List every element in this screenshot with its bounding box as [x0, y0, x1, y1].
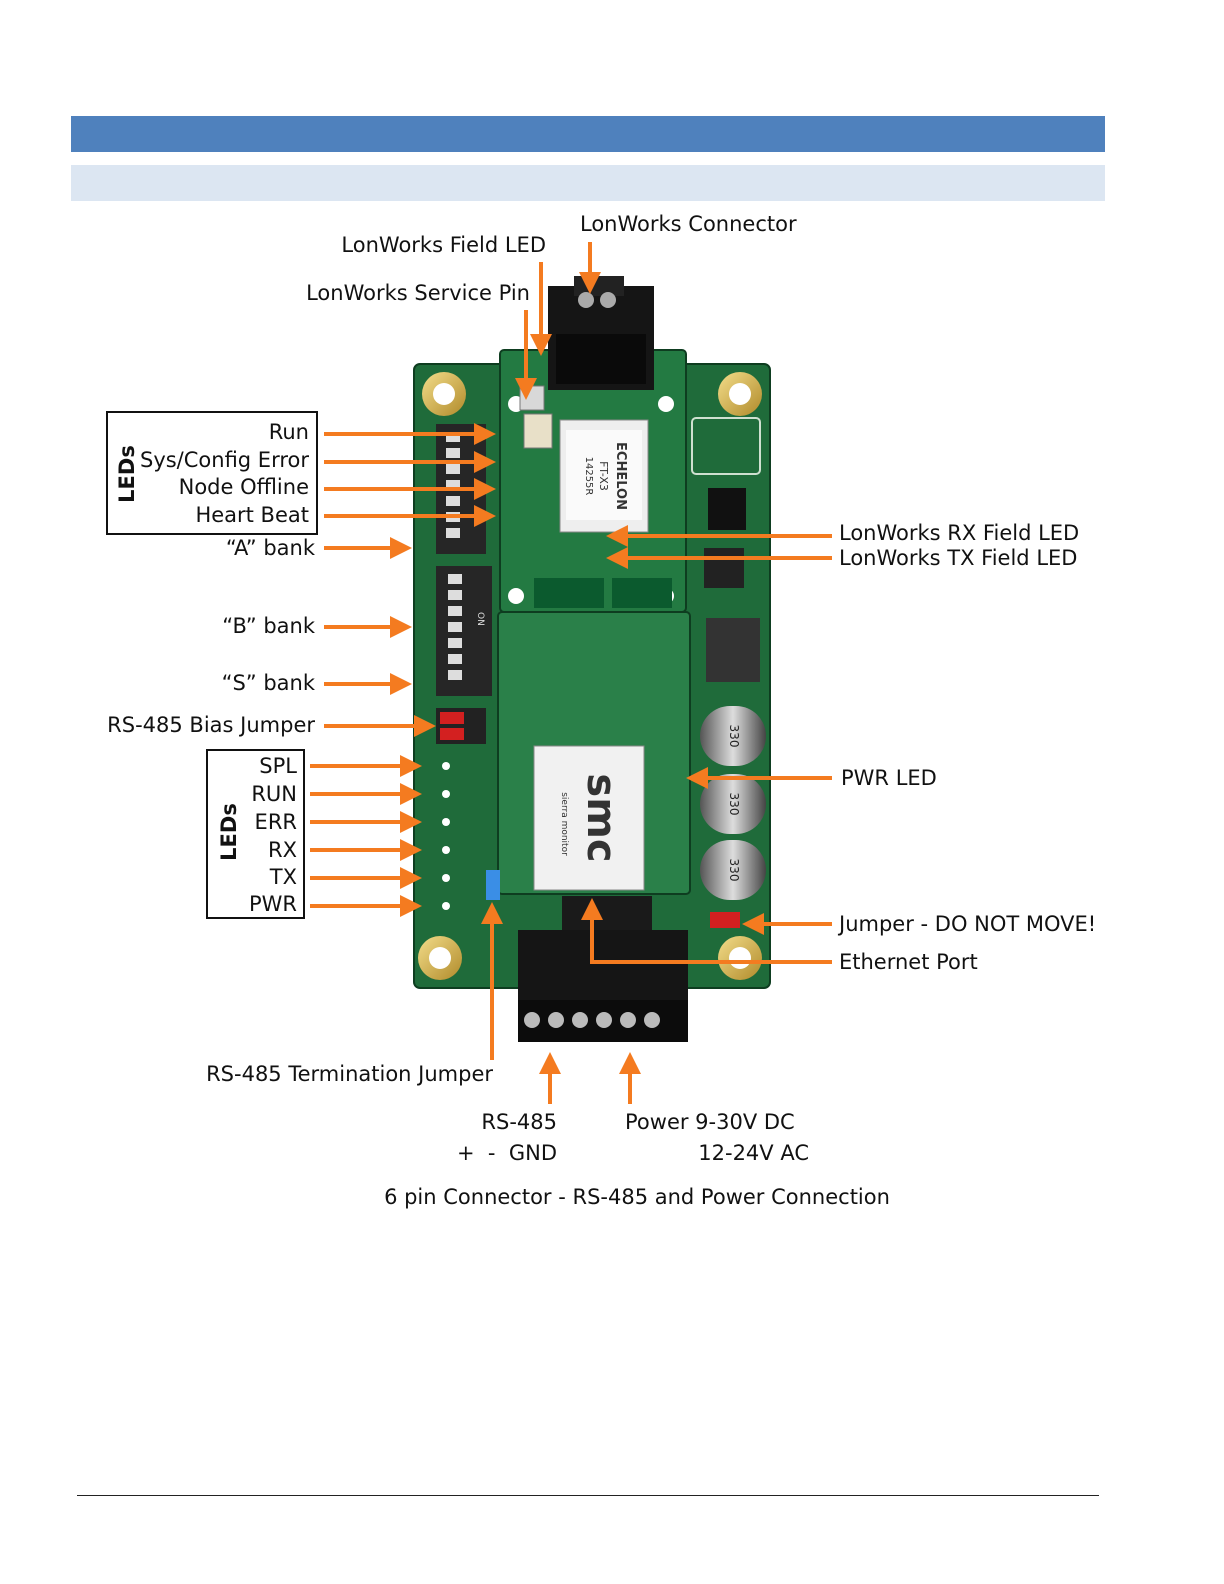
- label-pwr: PWR: [249, 892, 297, 916]
- dip-on-marking: ON: [475, 612, 485, 626]
- section-subheader-band: [71, 165, 1105, 201]
- mounting-hole: [718, 936, 762, 980]
- arrow-node-offline: [324, 478, 496, 500]
- label-b-bank: “B” bank: [222, 614, 316, 638]
- label-rx: RX: [268, 838, 297, 862]
- label-tx: TX: [269, 865, 297, 889]
- echelon-model-marking: FT-X3: [597, 461, 610, 491]
- label-lonworks-service-pin: LonWorks Service Pin: [306, 281, 530, 305]
- label-rs485: RS-485: [481, 1110, 557, 1134]
- leds-top-box: [106, 411, 318, 535]
- arrow-run: [324, 423, 496, 445]
- rs485-bias-jumper[interactable]: [436, 708, 486, 744]
- six-pin-connector: [518, 930, 688, 1042]
- arrow-b-bank: [324, 616, 412, 638]
- pcb-board: ECHELON FT-X3 14255R ON: [413, 276, 771, 1042]
- arrow-rs485: [539, 1052, 561, 1104]
- arrow-rx: [310, 839, 422, 861]
- arrow-ethernet: [581, 898, 832, 964]
- label-power-ac: 12-24V AC: [698, 1141, 809, 1165]
- label-lonworks-tx-field-led: LonWorks TX Field LED: [839, 546, 1077, 570]
- smc-sub-marking: sierra monitor: [559, 792, 569, 856]
- label-run: Run: [269, 420, 309, 444]
- label-a-bank: “A” bank: [226, 536, 316, 560]
- arrow-termination-jumper: [481, 902, 503, 1060]
- label-err: ERR: [255, 810, 297, 834]
- leds-top-title: LEDs: [115, 445, 139, 503]
- label-lonworks-connector: LonWorks Connector: [580, 212, 797, 236]
- echelon-transceiver: ECHELON FT-X3 14255R: [559, 419, 649, 533]
- arrow-heart-beat: [324, 505, 496, 527]
- rs485-termination-jumper[interactable]: [486, 870, 500, 900]
- label-spl: SPL: [259, 754, 297, 778]
- leds-bottom-box: [206, 749, 305, 919]
- arrow-spl: [310, 755, 422, 777]
- label-lonworks-field-led: LonWorks Field LED: [341, 233, 546, 257]
- arrow-bias-jumper: [324, 715, 436, 737]
- label-connector-caption: 6 pin Connector - RS-485 and Power Conne…: [384, 1185, 890, 1209]
- leds-bottom-title: LEDs: [217, 803, 241, 861]
- echelon-marking: ECHELON: [613, 442, 628, 510]
- arrow-pwr: [310, 895, 422, 917]
- smc-logo: smc: [578, 773, 624, 862]
- capacitor: 330: [700, 706, 766, 766]
- arrow-pwr-led: [686, 767, 832, 789]
- label-pwr-led: PWR LED: [841, 766, 937, 790]
- label-rs485-termination-jumper: RS-485 Termination Jumper: [206, 1062, 493, 1086]
- label-heart-beat: Heart Beat: [195, 503, 309, 527]
- label-ethernet-port: Ethernet Port: [839, 950, 978, 974]
- svg-text:330: 330: [727, 725, 741, 748]
- do-not-move-jumper: [710, 912, 740, 928]
- svg-text:330: 330: [727, 859, 741, 882]
- callout-arrows: [310, 242, 832, 1104]
- arrow-rx-field-led: [606, 525, 832, 547]
- arrow-err: [310, 811, 422, 833]
- arrow-service-pin: [515, 310, 537, 400]
- arrow-do-not-move: [742, 913, 832, 935]
- label-lonworks-rx-field-led: LonWorks RX Field LED: [839, 521, 1079, 545]
- label-rs485-bias-jumper: RS-485 Bias Jumper: [107, 713, 315, 737]
- ethernet-port[interactable]: [562, 896, 652, 930]
- arrow-tx: [310, 867, 422, 889]
- label-node-offline: Node Offline: [179, 475, 309, 499]
- arrow-lonworks-field-led: [530, 262, 552, 356]
- label-run-caps: RUN: [251, 782, 297, 806]
- footer-rule: [77, 1495, 1099, 1496]
- smc-module: smc sierra monitor: [533, 745, 645, 891]
- arrow-lonworks-connector: [579, 242, 601, 294]
- echelon-serial-marking: 14255R: [583, 457, 594, 496]
- section-header-band: [71, 116, 1105, 152]
- arrow-run-caps: [310, 783, 422, 805]
- label-power-dc: Power 9-30V DC: [625, 1110, 795, 1134]
- arrow-a-bank: [324, 537, 412, 559]
- status-led-column: [442, 762, 450, 910]
- arrow-s-bank: [324, 673, 412, 695]
- lonworks-connector: [548, 276, 654, 390]
- svg-text:330: 330: [727, 793, 741, 816]
- arrow-tx-field-led: [606, 547, 832, 569]
- mounting-hole: [718, 372, 762, 416]
- mounting-hole: [418, 936, 462, 980]
- capacitor: 330: [700, 774, 766, 834]
- mounting-hole: [422, 372, 466, 416]
- label-sys-config-error: Sys/Config Error: [140, 448, 309, 472]
- dip-switch-b-s-bank[interactable]: ON: [436, 566, 492, 696]
- jumper-header: [523, 413, 553, 449]
- arrow-sys-config: [324, 451, 496, 473]
- label-jumper-do-not-move: Jumper - DO NOT MOVE!: [837, 912, 1096, 936]
- capacitor: 330: [700, 840, 766, 900]
- label-s-bank: “S” bank: [222, 671, 316, 695]
- arrow-power: [619, 1052, 641, 1104]
- label-rs485-pins: + - GND: [457, 1141, 557, 1165]
